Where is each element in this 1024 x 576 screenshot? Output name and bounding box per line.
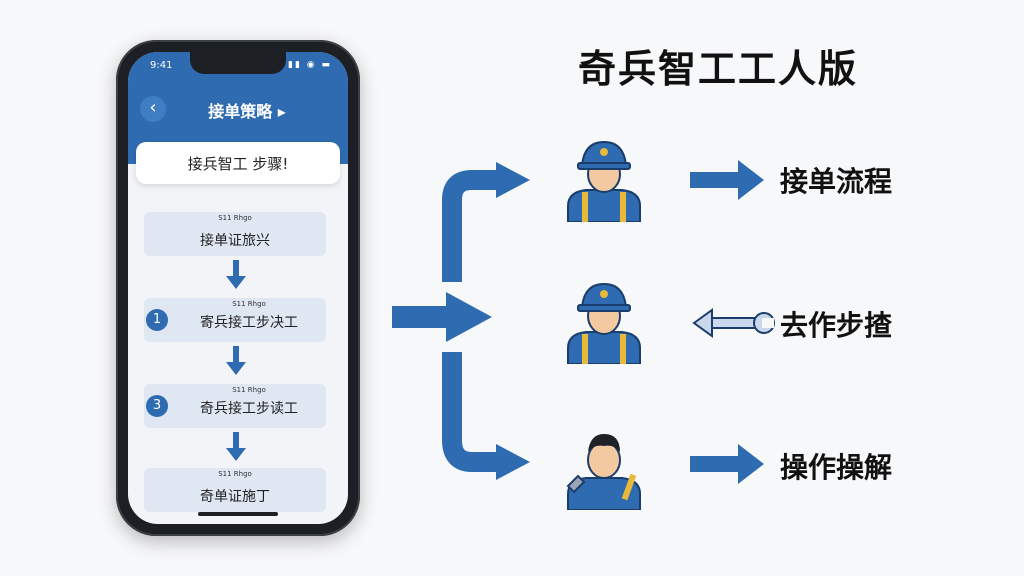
step-number-badge: 3	[146, 395, 168, 417]
header-title: 接单策略 ▸	[208, 102, 286, 121]
arrow-right-icon	[690, 444, 764, 484]
phone-screen: 9:41 ▮▮ ◉ ▬ ‹ 接单策略 ▸ 接兵智工 步骤! S11 Rhgo 接…	[128, 52, 348, 524]
step-sublabel: S11 Rhgo	[218, 214, 252, 222]
back-button[interactable]: ‹	[140, 96, 166, 122]
label-operation: 操作操解	[780, 451, 893, 484]
label-order-flow: 接单流程	[780, 165, 893, 198]
label-work-steps: 去作步揸	[780, 309, 893, 342]
step-number-badge: 1	[146, 309, 168, 331]
status-time: 9:41	[150, 60, 173, 71]
branch-down-arrow-icon	[442, 352, 530, 480]
worker-helmet-icon	[567, 282, 641, 364]
step-card[interactable]: 3 S11 Rhgo 奇兵接工步读工	[144, 384, 326, 428]
down-arrow-icon	[226, 346, 246, 375]
step-label: 奇单证施丁	[200, 489, 270, 505]
main-flow-arrow-icon	[392, 292, 492, 342]
step-sublabel: S11 Rhgo	[232, 300, 266, 308]
branch-up-arrow-icon	[442, 162, 530, 282]
task-title-card[interactable]: 接兵智工 步骤!	[136, 142, 340, 184]
chevron-left-icon: ‹	[149, 97, 157, 118]
home-indicator	[198, 512, 278, 516]
worker-helmet-icon	[567, 140, 641, 222]
step-label: 奇兵接工步读工	[200, 401, 298, 417]
step-card[interactable]: S11 Rhgo 接单证旅兴	[144, 212, 326, 256]
step-sublabel: S11 Rhgo	[232, 386, 266, 394]
step-label: 接单证旅兴	[200, 233, 270, 249]
status-icons: ▮▮ ◉ ▬	[288, 60, 332, 70]
down-arrow-icon	[226, 260, 246, 289]
step-sublabel: S11 Rhgo	[218, 470, 252, 478]
phone-notch	[190, 52, 286, 74]
step-card[interactable]: 1 S11 Rhgo 寄兵接工步决工	[144, 298, 326, 342]
step-card[interactable]: S11 Rhgo 奇单证施丁	[144, 468, 326, 512]
task-title: 接兵智工 步骤!	[187, 154, 289, 173]
down-arrow-icon	[226, 432, 246, 461]
phone-mockup: 9:41 ▮▮ ◉ ▬ ‹ 接单策略 ▸ 接兵智工 步骤! S11 Rhgo 接…	[116, 40, 360, 536]
worker-tool-icon	[566, 434, 641, 510]
wrench-arrow-icon	[692, 308, 775, 338]
step-label: 寄兵接工步决工	[200, 315, 298, 331]
page-title: 奇兵智工工人版	[578, 47, 859, 91]
arrow-right-icon	[690, 160, 764, 200]
